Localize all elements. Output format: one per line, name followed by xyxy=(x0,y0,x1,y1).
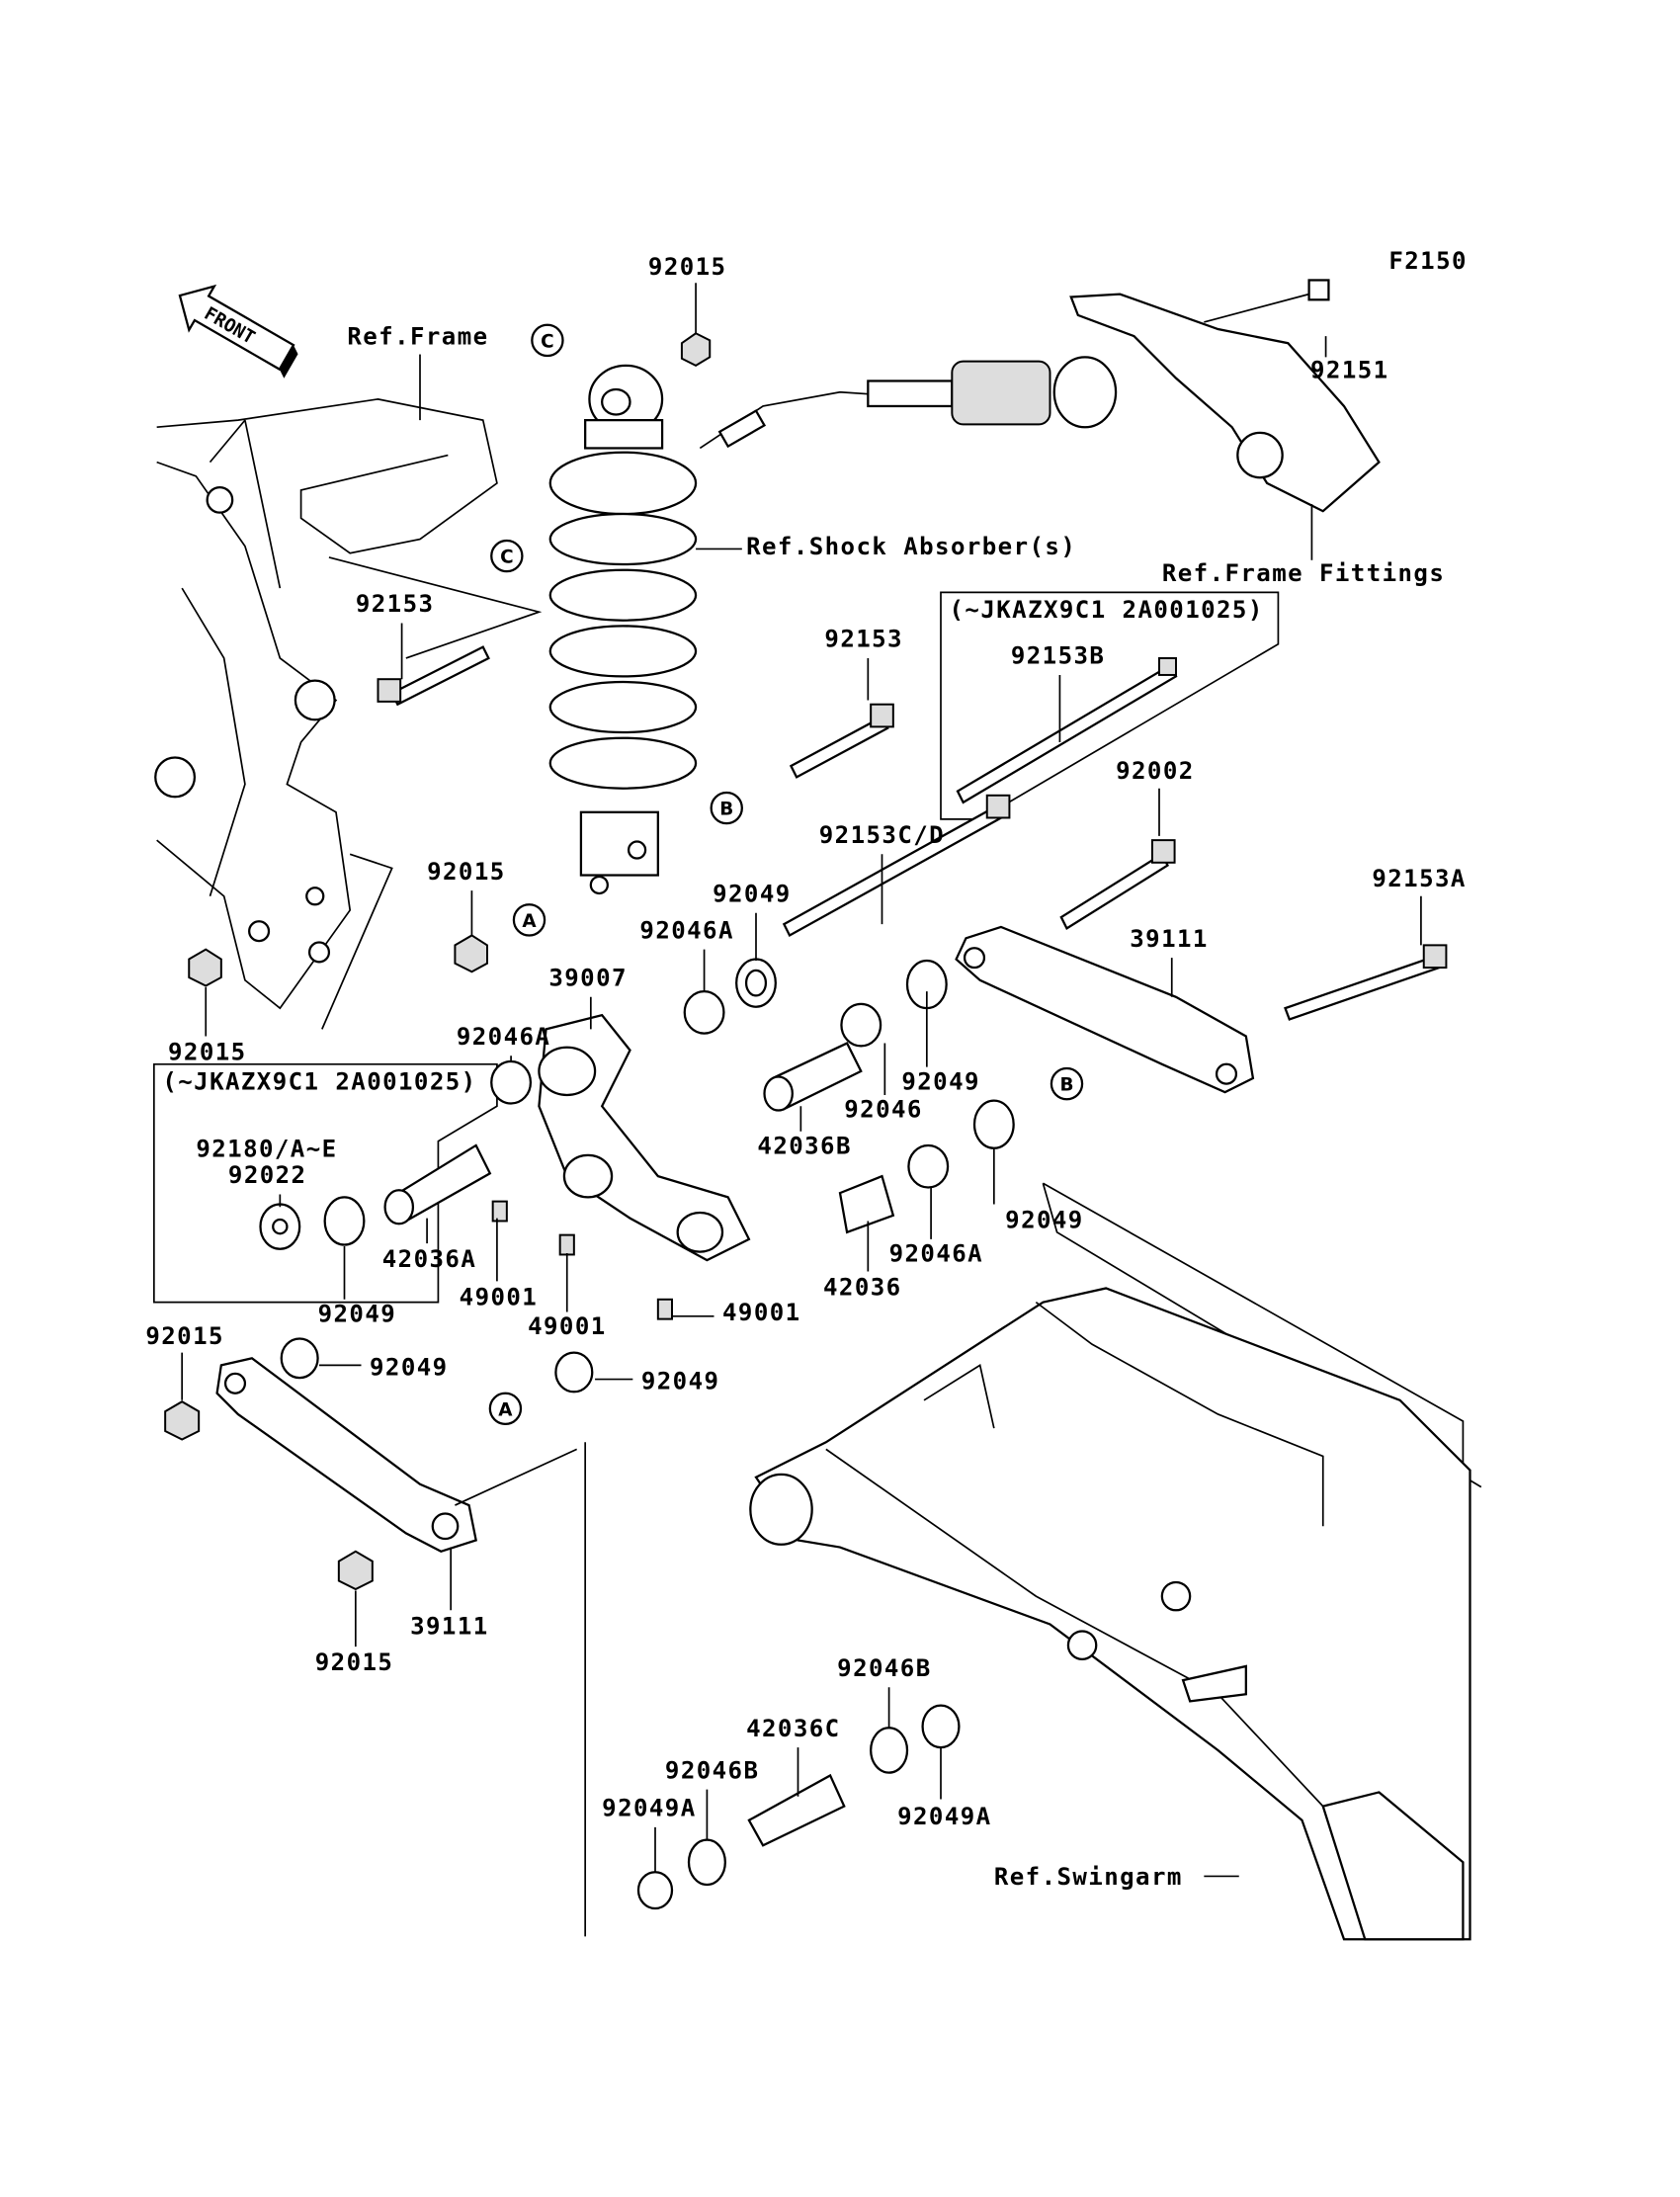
part-label: 92046A xyxy=(639,916,733,944)
part-label: 42036A xyxy=(382,1245,476,1273)
part-label: 49001 xyxy=(460,1283,539,1310)
marker-a: A xyxy=(512,903,546,937)
part-label: 92049 xyxy=(901,1067,980,1095)
part-label: 92015 xyxy=(648,253,727,281)
ref-swingarm-label: Ref.Swingarm xyxy=(994,1863,1183,1891)
part-label: 92046 xyxy=(844,1096,923,1124)
part-label: 92180/A~E xyxy=(196,1135,337,1162)
svg-text:C: C xyxy=(500,548,514,568)
part-label: 92022 xyxy=(228,1161,307,1189)
shock-absorber-drawing xyxy=(548,364,882,895)
nuts xyxy=(164,332,712,1591)
bolts xyxy=(377,645,1448,1021)
marker-b: B xyxy=(710,791,743,825)
part-label: 42036B xyxy=(757,1132,851,1159)
svg-text:A: A xyxy=(522,911,537,932)
links-drawing xyxy=(215,925,1255,1554)
part-label: 92049 xyxy=(370,1353,449,1381)
part-label: 92049A xyxy=(602,1795,696,1822)
part-label: 49001 xyxy=(722,1299,801,1326)
svg-text:B: B xyxy=(1059,1075,1073,1096)
part-label: 39111 xyxy=(1130,925,1209,953)
ref-frame-fittings-label: Ref.Frame Fittings xyxy=(1162,559,1445,587)
marker-c: C xyxy=(490,539,524,573)
part-label: 92153 xyxy=(824,626,903,653)
part-label: 92049 xyxy=(1005,1207,1084,1234)
leader-lines xyxy=(181,283,1422,1873)
svg-text:B: B xyxy=(719,800,733,820)
serial-range-box: (~JKAZX9C1 2A001025) xyxy=(940,591,1280,820)
part-label: 92153A xyxy=(1372,865,1466,892)
part-label: 92046B xyxy=(665,1756,759,1784)
part-labels: 92015 92151 92153 92153 92153B 92002 921… xyxy=(145,253,1466,1830)
part-label: 92153 xyxy=(356,590,435,618)
svg-text:A: A xyxy=(498,1399,513,1420)
svg-text:(~JKAZX9C1 2A001025): (~JKAZX9C1 2A001025) xyxy=(950,596,1264,624)
part-label: 92015 xyxy=(145,1322,224,1350)
front-arrow-icon: FRONT xyxy=(178,284,298,379)
frame-drawing xyxy=(154,354,543,1030)
frame-fittings-drawing xyxy=(867,279,1381,513)
part-label: 92153B xyxy=(1011,642,1105,670)
serial-range-box: (~JKAZX9C1 2A001025) xyxy=(152,1062,498,1304)
part-label: 92015 xyxy=(315,1648,394,1676)
part-label: 92015 xyxy=(427,858,506,886)
marker-b: B xyxy=(1050,1066,1084,1101)
part-label: 92002 xyxy=(1116,757,1195,785)
ref-frame-label: Ref.Frame xyxy=(347,323,488,351)
swingarm-drawing xyxy=(455,1182,1482,1941)
part-label: 92049 xyxy=(641,1367,720,1394)
part-label: 42036 xyxy=(823,1274,902,1302)
ref-shock-label: Ref.Shock Absorber(s) xyxy=(746,533,1076,560)
marker-c: C xyxy=(531,323,564,358)
diagram-code: F2150 xyxy=(1388,247,1468,275)
part-label: 92015 xyxy=(168,1039,247,1066)
part-label: 92046A xyxy=(457,1023,550,1051)
spring xyxy=(548,512,698,790)
part-label: 49001 xyxy=(528,1312,607,1340)
svg-text:C: C xyxy=(541,331,554,352)
part-label: 92046A xyxy=(889,1240,983,1268)
marker-a: A xyxy=(488,1392,523,1426)
part-label: 92046B xyxy=(837,1654,931,1682)
bushings-washers xyxy=(259,958,1015,1910)
part-label: 92049 xyxy=(713,880,792,907)
part-label: 92049 xyxy=(318,1300,397,1327)
part-label: 39007 xyxy=(548,964,628,991)
part-label: 92153C/D xyxy=(819,821,945,849)
part-label: 42036C xyxy=(746,1715,840,1742)
part-label: 92049A xyxy=(897,1803,991,1830)
svg-text:(~JKAZX9C1 2A001025): (~JKAZX9C1 2A001025) xyxy=(162,1067,476,1095)
part-label: 39111 xyxy=(410,1612,489,1640)
part-label: 92151 xyxy=(1310,357,1389,384)
